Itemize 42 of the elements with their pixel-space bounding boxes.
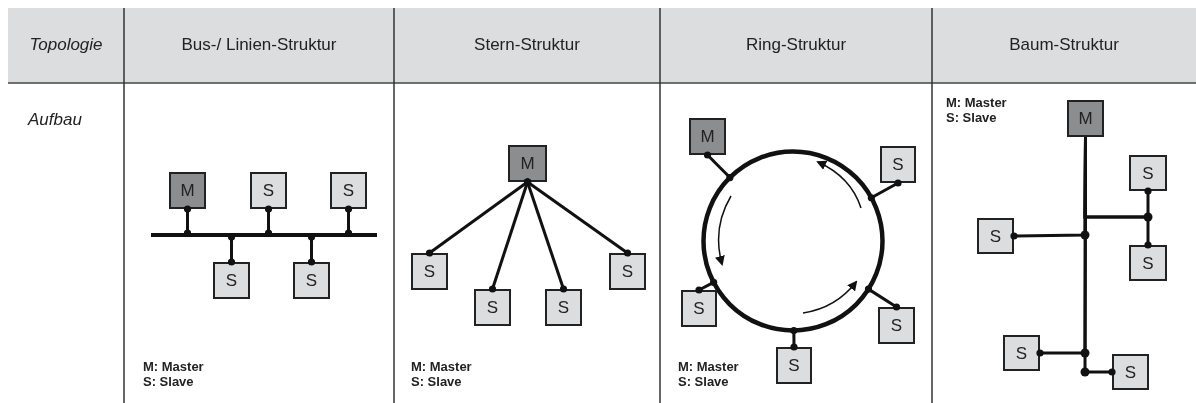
slave-station-box: S <box>545 289 582 326</box>
slave-station-box: S <box>1112 354 1149 390</box>
slave-station-box: S <box>776 347 812 384</box>
slave-station-box: S <box>293 262 330 299</box>
slave-station-box: S <box>681 290 717 327</box>
connection-line <box>864 285 901 311</box>
master-station-box: M <box>508 145 547 182</box>
legend-text: M: Master <box>946 96 1007 111</box>
connection-line <box>523 178 632 257</box>
column-header: Stern-Struktur <box>474 35 580 55</box>
master-station-box: M <box>169 172 206 209</box>
connection-line <box>695 278 718 294</box>
slave-station-box: S <box>330 172 367 209</box>
legend-text: M: Master <box>678 360 739 375</box>
legend-text: M: Master <box>411 360 472 375</box>
slave-station-box: S <box>1003 335 1040 371</box>
legend-text: S: Slave <box>946 111 997 126</box>
slave-station-box: S <box>609 253 646 290</box>
slave-station-box: S <box>411 253 448 290</box>
slave-station-box: S <box>1129 245 1167 281</box>
column-header: Baum-Struktur <box>1009 35 1119 55</box>
legend-text: S: Slave <box>411 375 462 390</box>
connection-line <box>703 151 734 182</box>
connection-line <box>867 179 902 202</box>
legend-text: S: Slave <box>678 375 729 390</box>
slave-station-box: S <box>878 307 915 344</box>
slave-station-box: S <box>1129 155 1167 191</box>
column-header: Ring-Struktur <box>745 35 847 55</box>
row-header: Aufbau <box>28 110 82 130</box>
slave-station-box: S <box>880 146 916 183</box>
connection-line <box>1083 137 1116 376</box>
master-station-box: M <box>689 118 726 155</box>
slave-station-box: S <box>250 172 287 209</box>
slave-station-box: S <box>977 218 1014 254</box>
column-header: Topologie <box>29 35 103 55</box>
slave-station-box: S <box>474 289 511 326</box>
legend-text: M: Master <box>143 360 204 375</box>
legend-text: S: Slave <box>143 375 194 390</box>
connection-line <box>790 326 798 351</box>
column-header: Bus-/ Linien-Struktur <box>181 35 337 55</box>
master-station-box: M <box>1067 100 1104 137</box>
slave-station-box: S <box>213 262 250 299</box>
